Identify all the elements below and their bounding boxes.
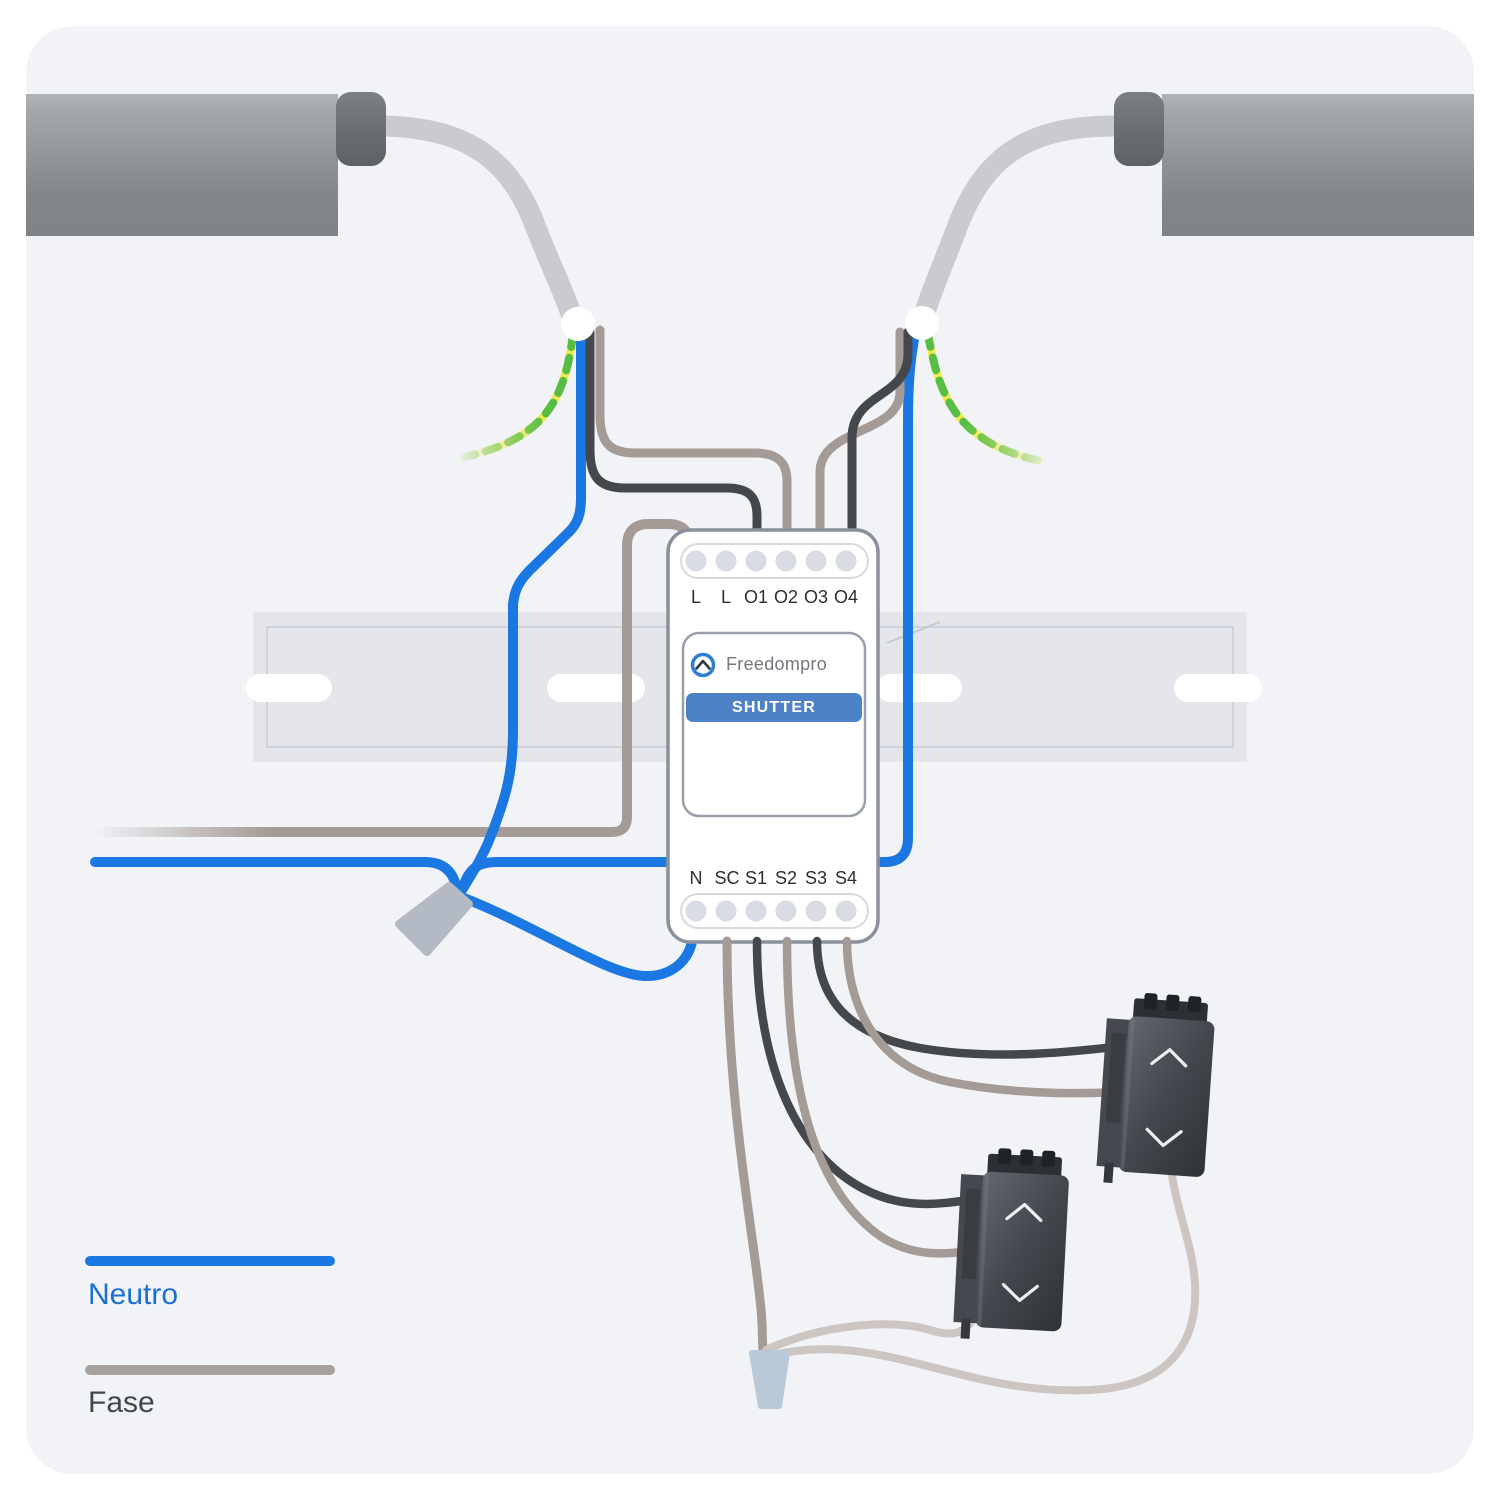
left-shutter-motor xyxy=(26,92,386,236)
terminal-label-n: N xyxy=(689,868,703,888)
din-rail-slot xyxy=(547,674,645,702)
din-rail-slot xyxy=(1174,674,1262,702)
terminal-label-o3: O3 xyxy=(803,587,829,607)
right-earth-wire xyxy=(924,330,1046,465)
chevron-up-icon xyxy=(1005,1202,1043,1223)
upper-switch-return-wire xyxy=(766,1162,1200,1395)
neutral-left-motor-wire xyxy=(457,327,586,895)
terminal-label-s4: S4 xyxy=(834,868,858,888)
lower-switch-return-wire xyxy=(762,1310,979,1354)
terminal-label-s2: S2 xyxy=(774,868,798,888)
terminal-label-l1: L xyxy=(690,587,702,607)
shutter-module xyxy=(666,528,880,944)
right-shutter-motor xyxy=(1114,92,1474,236)
motor-terminal-wires xyxy=(585,325,913,543)
switch-wires xyxy=(722,936,1200,1395)
terminal-label-o4: O4 xyxy=(833,587,859,607)
terminal-label-l2: L xyxy=(720,587,732,607)
brand-name: Freedompro xyxy=(726,654,828,674)
din-rail-slot xyxy=(246,674,332,702)
terminal-label-s1: S1 xyxy=(744,868,768,888)
right-motor-black-wire xyxy=(847,327,913,543)
left-junction-dot xyxy=(561,307,595,341)
terminal-label-o2: O2 xyxy=(773,587,799,607)
legend-phase-label: Fase xyxy=(88,1386,155,1419)
left-motor-phase-wire xyxy=(595,325,792,543)
s4-wire xyxy=(842,936,1139,1098)
right-junction-dot xyxy=(905,306,939,340)
chevron-down-icon xyxy=(1145,1127,1183,1148)
model-badge-label: SHUTTER xyxy=(732,698,816,716)
chevron-down-icon xyxy=(1001,1282,1039,1303)
device-front-label-area xyxy=(681,631,867,818)
s1-wire xyxy=(752,936,1001,1209)
chevron-up-icon xyxy=(1150,1048,1188,1068)
bottom-wire-connector xyxy=(749,1350,790,1409)
right-motor-phase-wire xyxy=(815,327,905,543)
left-motor-black-wire xyxy=(585,327,762,543)
din-rail-slot xyxy=(876,674,962,702)
s2-wire xyxy=(782,936,991,1258)
left-motor-cable xyxy=(365,115,584,331)
top-terminal-holes xyxy=(685,550,857,572)
upper-shutter-switch xyxy=(1096,993,1215,1184)
s3-wire xyxy=(812,936,1145,1059)
terminal-label-o1: O1 xyxy=(743,587,769,607)
sc-common-wire xyxy=(722,936,769,1362)
terminal-label-s3: S3 xyxy=(804,868,828,888)
left-earth-wire xyxy=(460,330,577,461)
model-badge: SHUTTER xyxy=(686,693,862,722)
bottom-terminal-holes xyxy=(685,900,857,922)
neutral-to-n-terminal-wire xyxy=(459,893,698,982)
lower-shutter-switch xyxy=(953,1148,1069,1339)
neutral-supply-wire xyxy=(90,857,465,899)
terminal-label-sc: SC xyxy=(714,868,740,888)
freedompro-logo-icon xyxy=(690,652,716,678)
legend-neutral-label: Neutro xyxy=(88,1278,179,1311)
right-motor-cable xyxy=(912,115,1125,331)
left-wire-connector xyxy=(395,882,473,956)
